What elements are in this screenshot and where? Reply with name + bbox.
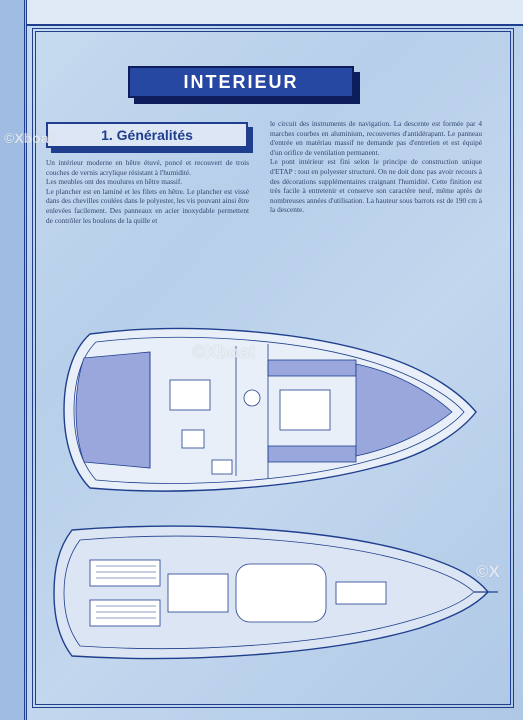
watermark: ©Xboat <box>4 130 54 146</box>
left-border-strip <box>0 0 27 720</box>
paragraph: le circuit des instruments de navigation… <box>270 119 482 157</box>
section-heading: 1. Généralités <box>101 127 193 143</box>
top-band <box>0 0 523 26</box>
left-text-column: Un intérieur moderne en hêtre étuvé, pon… <box>46 158 249 225</box>
paragraph: Les meubles ont des moulures en hêtre ma… <box>46 177 183 187</box>
paragraph: Le pont intérieur est fini selon le prin… <box>270 157 482 215</box>
watermark: ©X <box>476 562 500 581</box>
page-frame <box>32 28 514 708</box>
section-heading-box: 1. Généralités <box>46 122 248 148</box>
page-title: INTERIEUR <box>183 71 299 92</box>
watermark: ©Xboat <box>192 342 256 362</box>
paragraph: Le plancher est en laminé et les filets … <box>46 186 249 225</box>
title-banner: INTERIEUR <box>128 66 354 98</box>
right-text-column: le circuit des instruments de navigation… <box>270 119 482 215</box>
paragraph: Un intérieur moderne en hêtre étuvé, pon… <box>46 158 249 177</box>
